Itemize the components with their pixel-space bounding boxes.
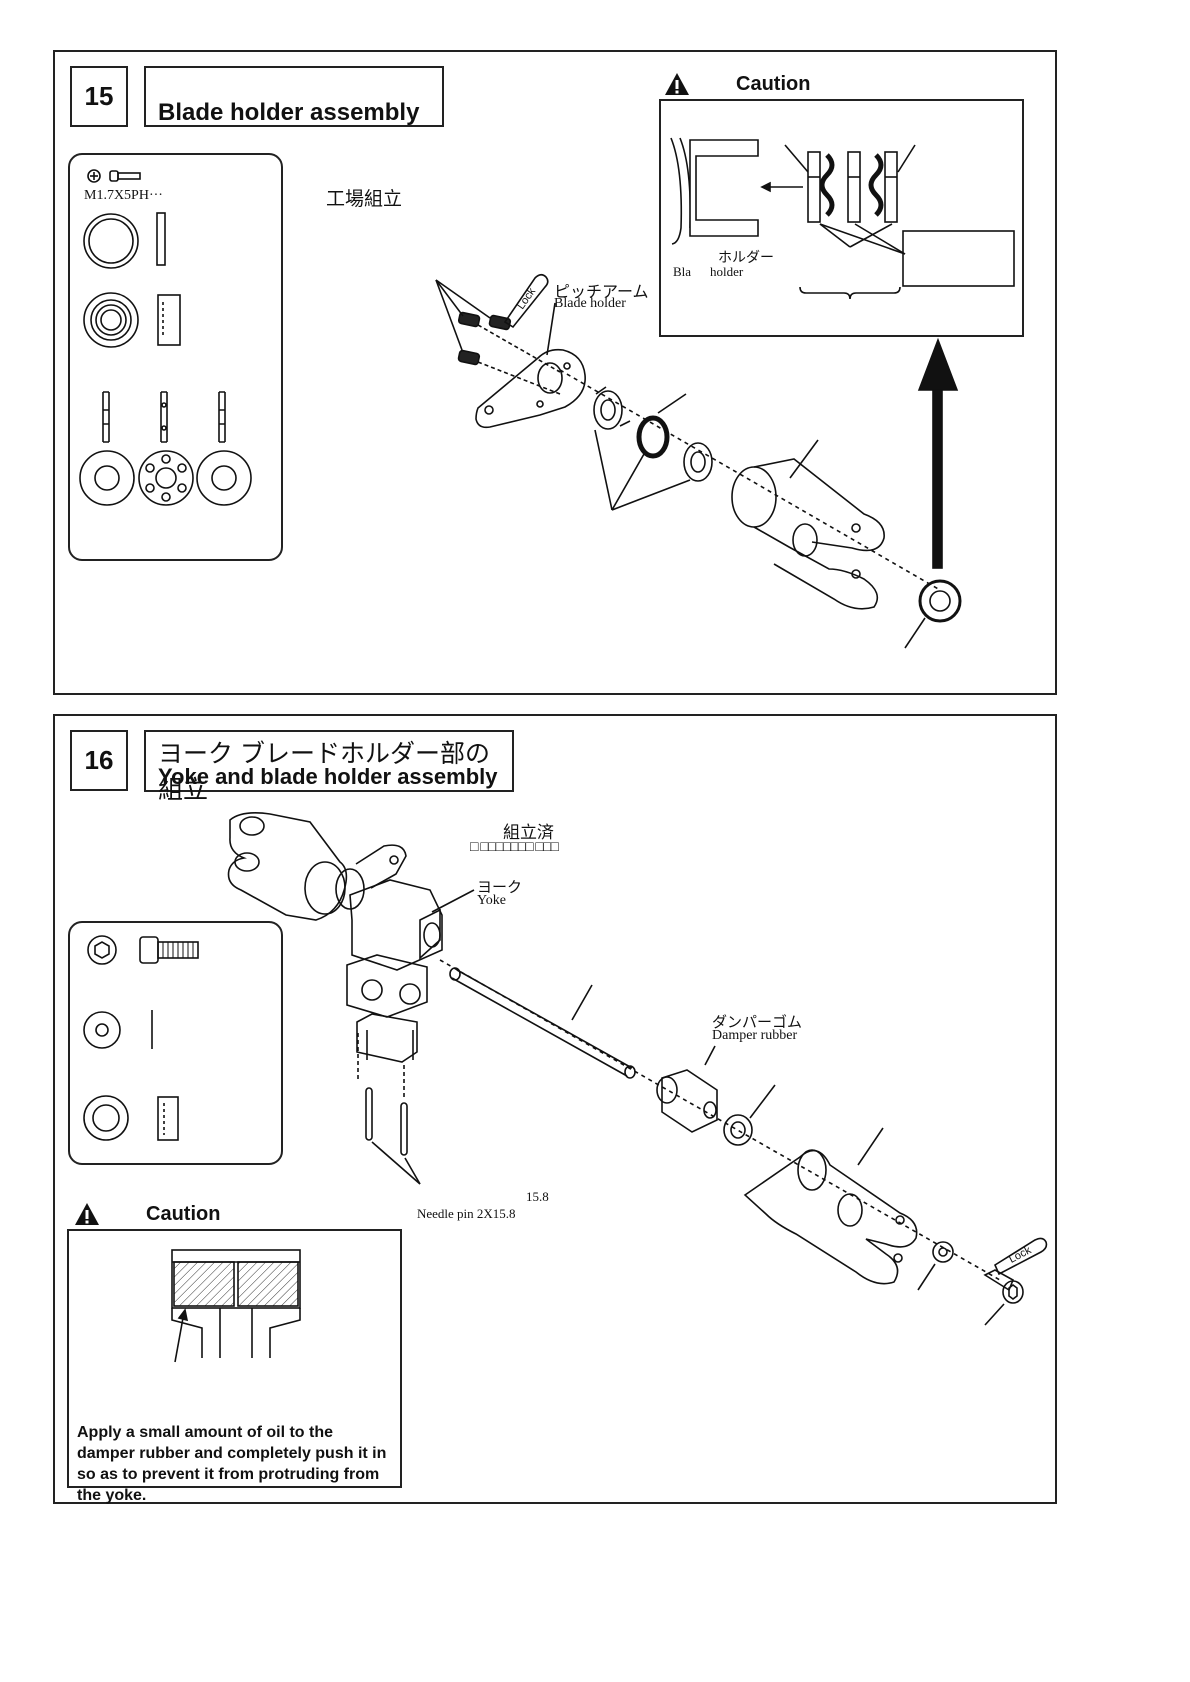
pitch-arm-drawing [475, 302, 586, 429]
holder-en-label: holder [710, 264, 744, 279]
step-16-parts-box [68, 921, 283, 1165]
collar-drawing [904, 579, 962, 649]
factory-assembly-label: 工場組立 [326, 189, 403, 210]
assembled-garbled-label: □ □□□□□□□ □□□ [470, 838, 559, 854]
lock-tube-2-icon: Lock [993, 1237, 1048, 1276]
needle-pins-drawing [365, 1087, 421, 1185]
warning-icon [75, 1203, 99, 1225]
needle-number-label: 15.8 [526, 1189, 549, 1204]
screw-size-label: M1.7X5PH··· [84, 188, 163, 203]
small-washer-icon [83, 1010, 153, 1049]
caution-note: Apply a small amount of oil to the dampe… [77, 1424, 387, 1504]
bearing-icon [83, 292, 181, 348]
blade-label-fragment: Bla [673, 264, 692, 279]
washer-icon [83, 212, 166, 269]
lock-tube-icon: Lock [503, 273, 549, 329]
holder-jp-label: ホルダー [718, 249, 774, 265]
step-15-title: Blade holder assembly [158, 99, 420, 126]
step-15-caution-box [659, 99, 1024, 337]
socket-screw-icon [87, 935, 199, 965]
caution-label: Caution [146, 1202, 221, 1225]
blade-holder-2-drawing [743, 1127, 918, 1285]
step-15-caution-heading: Caution [664, 72, 810, 96]
pitch-arm-jp-label: ピッチアーム [554, 284, 649, 301]
damper-jp-label: ダンパーゴム [712, 1014, 803, 1031]
damper-rubber-drawing [656, 1045, 718, 1133]
damper-en-label: Damper rubber [712, 1028, 798, 1043]
up-arrow-icon [917, 337, 959, 569]
step-16-caution-heading: Caution [74, 1202, 220, 1226]
pitch-arm-en-label: Blade holder [554, 296, 626, 311]
assembled-jp-label: 組立済 [503, 823, 554, 842]
socket-screw-2-drawing [983, 1269, 1024, 1326]
shaft-drawing [439, 959, 1001, 1281]
step-15-panel [53, 50, 1057, 695]
caution-label: Caution [736, 72, 811, 95]
step-15-number: 15 [70, 66, 128, 127]
caution-15-detail [670, 137, 1015, 300]
step-16-title-box: ヨーク ブレードホルダー部の組立 Yoke and blade holder a… [144, 730, 514, 804]
thrust-bearing-icon [79, 391, 252, 506]
bearings-drawing [559, 369, 941, 591]
screws-drawing [435, 279, 561, 395]
yoke-jp-label: ヨーク [477, 879, 523, 896]
small-bearing-drawing [723, 1084, 776, 1146]
step-16-caution-box [67, 1229, 402, 1488]
phillips-screw-icon [87, 169, 141, 183]
washer-2-drawing [917, 1241, 954, 1291]
step-16-title-jp: ヨーク ブレードホルダー部の組立 [158, 740, 490, 804]
yoke-assembly-drawing [227, 812, 475, 1100]
caution-16-cross-section [171, 1249, 301, 1363]
step-15-parts-box [68, 153, 283, 561]
step-15-title-box: Blade holder assembly [144, 66, 444, 127]
small-bearing-icon [83, 1095, 179, 1141]
step-16-panel [53, 714, 1057, 1504]
needle-pin-label: Needle pin 2X15.8 [417, 1206, 516, 1221]
step-16-number: 16 [70, 730, 128, 791]
step-16-title-en: Yoke and blade holder assembly [158, 764, 498, 789]
warning-icon [665, 73, 689, 95]
yoke-en-label: Yoke [477, 893, 506, 908]
blade-holder-drawing [731, 439, 885, 610]
